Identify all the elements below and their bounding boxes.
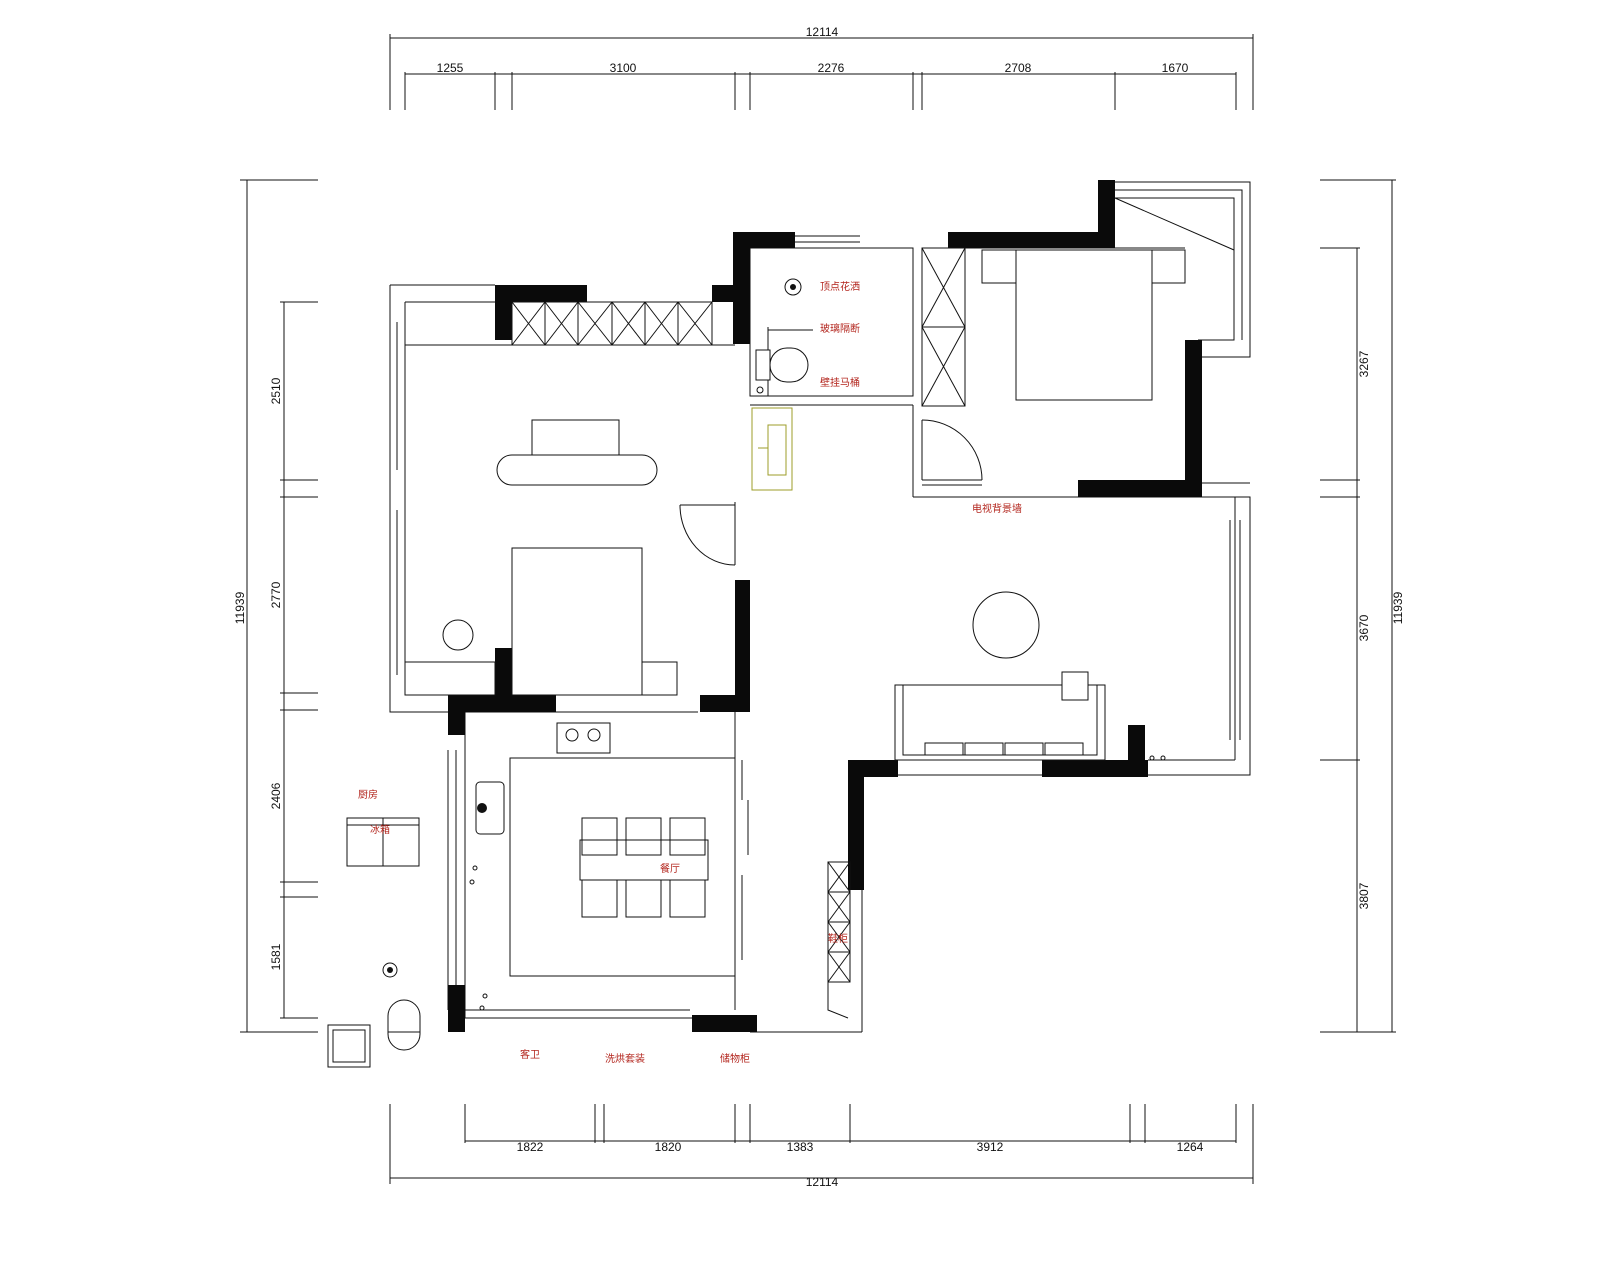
label-laundry: 洗烘套装: [605, 1052, 645, 1065]
top-segment-dimension: 1255: [437, 61, 464, 75]
sofa-cushion: [924, 742, 964, 756]
dryer: [387, 999, 421, 1051]
bottom-segment-dimension: 1383: [787, 1140, 814, 1154]
label-tv-wall: 电视背景墙: [972, 502, 1022, 515]
master-door: [921, 419, 983, 486]
left-segment-dimension: 1581: [269, 943, 283, 970]
desk-chair: [531, 419, 620, 456]
bathroom: 顶点花洒 玻璃隔断 壁挂马桶: [751, 278, 860, 491]
label-storage: 储物柜: [720, 1052, 750, 1065]
right-dimension-chain: 11939 3267 3670 3807: [1320, 179, 1405, 1033]
bottom-total-dimension: 12114: [806, 1175, 839, 1189]
toilet: [769, 347, 809, 383]
burner-icon: [565, 728, 579, 742]
bottom-segment-dimension: 1820: [655, 1140, 682, 1154]
outside-items: 厨房 冰箱: [327, 788, 421, 1068]
master-bedroom: [921, 247, 1186, 486]
nightstand: [404, 661, 496, 696]
label-wall-toilet: 壁挂马桶: [820, 376, 860, 389]
dining-chair: [625, 817, 662, 856]
bottom-segment-dimension: 1822: [517, 1140, 544, 1154]
top-segment-dimension: 2276: [818, 61, 845, 75]
dining-chair: [581, 817, 618, 856]
label-shoe-cabinet: 鞋柜: [828, 932, 848, 945]
dining-chair: [669, 879, 706, 918]
round-stool: [442, 619, 474, 651]
top-segment-dimension: 2708: [1005, 61, 1032, 75]
kitchen-dining: 餐厅: [469, 722, 749, 1011]
kitchen-sink: [475, 781, 505, 835]
left-segment-dimension: 2770: [269, 581, 283, 608]
top-dimension-chain: 12114 1255 3100 2276 2708 1670: [389, 25, 1254, 110]
label-shower: 顶点花洒: [820, 280, 860, 293]
sofa-cushion: [964, 742, 1004, 756]
structural-walls: [448, 180, 1202, 1032]
nightstand: [641, 661, 678, 696]
coffee-table: [972, 591, 1040, 659]
left-segment-dimension: 2510: [269, 377, 283, 404]
top-segment-dimension: 3100: [610, 61, 637, 75]
left-dimension-chain: 11939 2510 2770 2406 1581: [233, 179, 318, 1033]
right-segment-dimension: 3807: [1357, 882, 1371, 909]
dining-rug: [509, 757, 736, 977]
label-guest-bath: 客卫: [520, 1048, 540, 1061]
left-total-dimension: 11939: [233, 591, 247, 624]
side-table: [1061, 671, 1089, 701]
bed: [511, 547, 643, 696]
top-segment-dimension: 1670: [1162, 61, 1189, 75]
wardrobe: [511, 301, 713, 346]
label-fridge: 冰箱: [370, 823, 390, 836]
label-glass-partition: 玻璃隔断: [820, 322, 860, 335]
left-bedroom: [404, 301, 736, 696]
nightstand: [981, 249, 1017, 284]
cooktop: [556, 722, 611, 754]
dining-chair: [625, 879, 662, 918]
master-bed: [1015, 249, 1153, 401]
dining-chair: [669, 817, 706, 856]
burner-icon: [587, 728, 601, 742]
sofa-cushion: [1044, 742, 1084, 756]
shoe-cabinet: 鞋柜: [827, 861, 851, 1019]
left-segment-dimension: 2406: [269, 782, 283, 809]
right-total-dimension: 11939: [1391, 591, 1405, 624]
bottom-segment-dimension: 3912: [977, 1140, 1004, 1154]
bedroom-door: [679, 502, 736, 566]
living-room: 电视背景墙: [894, 502, 1166, 761]
bottom-dimension-chain: 12114 1822 1820 1383 3912 1264: [389, 1104, 1254, 1189]
right-segment-dimension: 3670: [1357, 614, 1371, 641]
nightstand: [1151, 249, 1186, 284]
bottom-segment-dimension: 1264: [1177, 1140, 1204, 1154]
sofa-cushion: [1004, 742, 1044, 756]
dining-chair: [581, 879, 618, 918]
toilet-tank: [755, 349, 771, 381]
vanity-sink: [751, 407, 793, 491]
right-segment-dimension: 3267: [1357, 350, 1371, 377]
bottom-labels: 客卫 洗烘套装 储物柜: [520, 1048, 750, 1065]
desk: [496, 454, 658, 486]
label-kitchen: 厨房: [358, 788, 378, 801]
top-total-dimension: 12114: [806, 25, 839, 39]
label-dining: 餐厅: [660, 862, 680, 875]
